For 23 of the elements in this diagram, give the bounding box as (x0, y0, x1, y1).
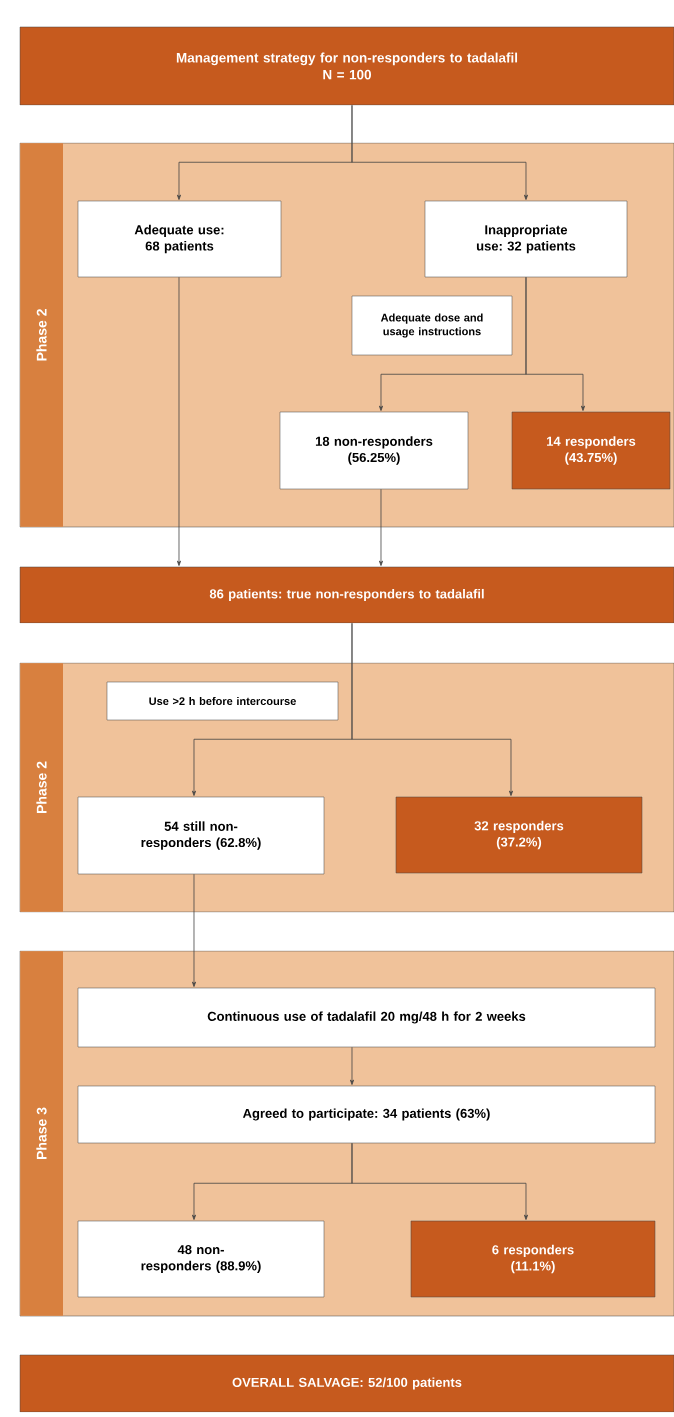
process-box: Agreed to participate: 34 patients (63%) (77, 1085, 656, 1144)
arrow (350, 1046, 354, 1085)
header-bar: Management strategy for non-responders to tadalafil N = 100 (19, 26, 674, 106)
instruction-box: Use >2 h before intercourse (106, 681, 339, 721)
instruction-box: Adequate dose and usage instructions (351, 295, 513, 356)
result-box: 32 responders (37.2%) (395, 796, 643, 874)
arrow (379, 488, 383, 566)
header-bar: 86 patients: true non-responders to tadalafil (19, 566, 674, 624)
process-box: Adequate use: 68 patients (77, 200, 282, 278)
process-box: Continuous use of tadalafil 20 mg/48 h for 2 weeks (77, 987, 656, 1048)
process-box: 54 still non-responders (62.8%) (77, 796, 325, 875)
result-box: 14 responders (43.75%) (511, 411, 671, 490)
header-bar: OVERALL SALVAGE: 52/100 patients (19, 1354, 674, 1413)
arrow (525, 276, 585, 411)
arrow (192, 873, 196, 987)
arrow (351, 622, 513, 796)
arrow (177, 276, 181, 566)
process-box: 18 non-responders (56.25%) (279, 411, 469, 490)
arrow (351, 104, 528, 200)
result-box: 6 responders (11.1%) (410, 1220, 656, 1298)
process-box: Inappropriate use: 32 patients (424, 200, 628, 278)
process-box: 48 non-responders (88.9%) (77, 1220, 325, 1298)
arrow (351, 1142, 528, 1220)
